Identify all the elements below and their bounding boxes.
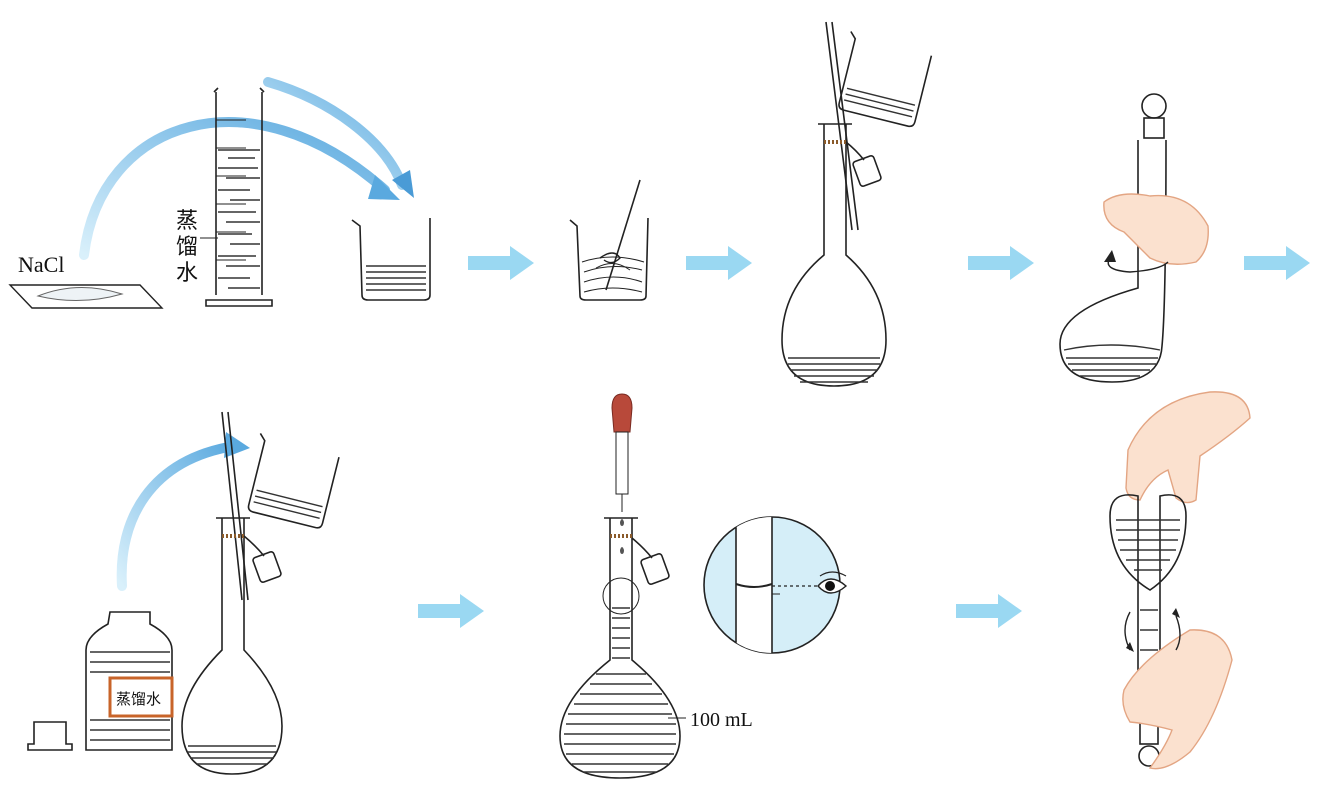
flask-stopper (631, 537, 670, 585)
curved-arrow-wash-bottle (116, 441, 239, 591)
flask-stopper (243, 535, 282, 583)
right-arrow-icon (468, 246, 534, 280)
pouring-beaker (838, 31, 933, 128)
curved-arrow-head-1 (368, 175, 400, 200)
step-5-add-distilled-water: 蒸馏水 (27, 411, 340, 775)
volumetric-flask (1059, 93, 1167, 383)
pouring-beaker (247, 433, 340, 529)
rotate-arrow-icon (599, 252, 621, 264)
drop (620, 547, 624, 554)
dropper (611, 393, 633, 512)
curved-arrow-from-cylinder (263, 77, 407, 190)
step-1-weigh-and-dissolve-setup: NaCl 蒸 馏 (8, 77, 431, 309)
drop (620, 519, 624, 526)
distilled-water-bottle: 蒸馏水 (85, 611, 174, 751)
beaker-with-water (351, 218, 431, 301)
graduated-cylinder (205, 87, 273, 307)
glass-rod (605, 179, 641, 291)
volumetric-flask (781, 123, 887, 387)
nacl-label: NaCl (18, 252, 64, 277)
right-arrow-icon (956, 594, 1022, 628)
volumetric-flask (559, 517, 681, 779)
right-arrow-icon (686, 246, 752, 280)
bottle-stopper (27, 721, 73, 751)
volumetric-flask (181, 517, 283, 775)
zoom-source-circle (602, 577, 640, 615)
step-4-swirl-flask (1059, 93, 1209, 383)
step-2-stir-with-glass-rod (569, 179, 649, 301)
eye-icon (817, 571, 848, 594)
curved-arrow-head-2 (392, 170, 414, 198)
right-arrow-icon (418, 594, 484, 628)
magnified-view (703, 516, 848, 654)
distilled-water-char-2: 馏 (176, 234, 198, 259)
step-6-fill-to-mark-with-dropper: 100 mL (559, 393, 848, 779)
right-arrow-icon (1244, 246, 1310, 280)
hand (1103, 193, 1209, 265)
volume-mark-label: 100 mL (690, 709, 753, 731)
hand (1125, 391, 1251, 504)
step-3-transfer-to-flask (781, 21, 933, 387)
process-arrows-row-2 (418, 594, 1022, 628)
step-7-invert-and-mix (1109, 391, 1251, 770)
bottle-label: 蒸馏水 (116, 691, 161, 708)
glass-rod (825, 21, 853, 231)
rotate-arrow-icon (1175, 615, 1181, 651)
rotate-arrow-icon (1107, 257, 1169, 273)
distilled-water-char-1: 蒸 (176, 208, 198, 233)
hand (1122, 629, 1233, 770)
right-arrow-icon (968, 246, 1034, 280)
flask-stopper (845, 141, 882, 187)
curved-arrow-from-nacl (79, 117, 390, 260)
weighing-paper (8, 284, 164, 309)
process-arrows-row-1 (468, 246, 1310, 280)
distilled-water-char-3: 水 (176, 260, 198, 285)
